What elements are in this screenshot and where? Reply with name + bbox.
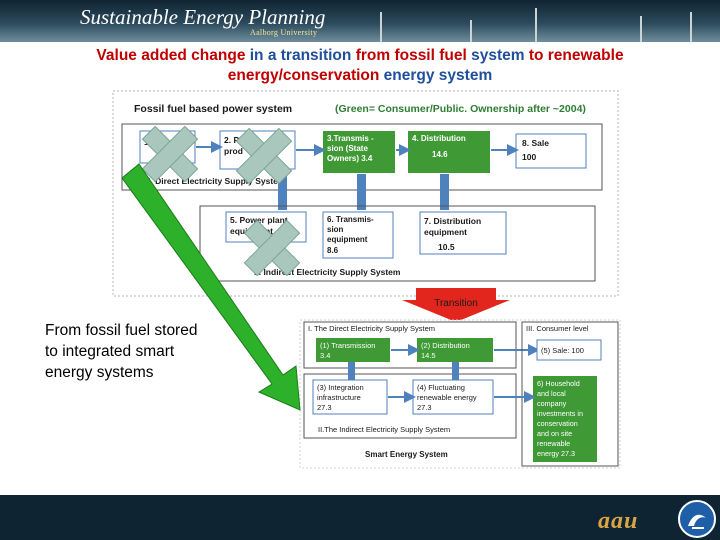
- smart-energy-label: Smart Energy System: [365, 450, 448, 459]
- consumer-level-label: III. Consumer level: [526, 324, 589, 333]
- direct-system-label: I. The Direct Electricity Supply System: [308, 324, 435, 333]
- box-6-line: renewable: [537, 439, 570, 448]
- wind-turbine-icon: [640, 16, 642, 42]
- box-7-distribution-equipment: [419, 211, 507, 255]
- header-banner: Sustainable Energy Planning Aalborg Univ…: [0, 0, 720, 42]
- box-8-value: 100: [522, 152, 536, 162]
- wind-turbine-icon: [470, 20, 472, 42]
- box-6-label: sion: [327, 225, 344, 234]
- title-part: from fossil fuel: [355, 47, 472, 64]
- box-3-label: Owners) 3.4: [327, 154, 373, 163]
- box-4-value: 14.6: [432, 150, 448, 159]
- box-6-line: and local: [537, 389, 566, 398]
- box-8-sale: [515, 133, 587, 169]
- box-6-text: 6) Household and local company investmen…: [537, 379, 583, 458]
- box-7-label: 7. Distribution: [424, 216, 481, 226]
- box-2-value: 14.5: [421, 351, 436, 360]
- box-7-label: equipment: [424, 227, 467, 237]
- wind-turbine-icon: [380, 12, 382, 42]
- box-5-label: 5. Power plant: [230, 215, 288, 225]
- box-3-integration: [312, 379, 388, 415]
- transition-label: Transition: [434, 298, 478, 309]
- box-4-value: 27.3: [417, 403, 432, 412]
- box-6-label: equipment: [327, 235, 368, 244]
- box-6-line: conservation: [537, 419, 578, 428]
- upper-title-note: (Green= Consumer/Public. Ownership after…: [335, 103, 586, 115]
- box-3-label: (3) Integration: [317, 383, 364, 392]
- side-caption: From fossil fuel stored to integrated sm…: [45, 322, 198, 381]
- box-3-value: 27.3: [317, 403, 332, 412]
- box-3-label: 3.Transmis -: [327, 134, 374, 143]
- wind-turbine-icon: [690, 12, 692, 42]
- cross-icon: [243, 219, 301, 277]
- slide-title: Value added change in a transition from …: [20, 46, 700, 86]
- indirect-system-label: II. Indirect Electricity Supply System: [254, 267, 401, 277]
- box-6-label: 6. Transmis-: [327, 215, 374, 224]
- box-2-distribution: [417, 338, 493, 362]
- box-1-label: (1) Transmission: [320, 341, 375, 350]
- consumer-level-frame: [521, 321, 619, 467]
- box-6-line: 6) Household: [537, 379, 580, 388]
- box-1-transmission: [316, 338, 390, 362]
- footer-bar: [0, 495, 720, 540]
- box-5-label: (5) Sale: 100: [541, 346, 584, 355]
- box-6-value: 8.6: [327, 246, 339, 255]
- upper-title: Fossil fuel based power system: [134, 103, 292, 115]
- box-6-line: investments in: [537, 409, 583, 418]
- box-7-value: 10.5: [438, 242, 455, 252]
- university-seal-icon: [678, 500, 716, 538]
- box-1-value: 3.4: [320, 351, 330, 360]
- indirect-system-frame: [303, 373, 517, 439]
- title-part: in a transition: [249, 47, 356, 64]
- box-4-label: 4. Distribution: [412, 134, 466, 143]
- box-6-line: and on site: [537, 429, 572, 438]
- box-4-distribution: [408, 131, 490, 173]
- cross-icon: [235, 127, 293, 185]
- box-3-label: infrastructure: [317, 393, 361, 402]
- box-6-line: energy 27.3: [537, 449, 575, 458]
- vertical-link: [357, 174, 366, 210]
- banner-title: Sustainable Energy Planning: [80, 5, 326, 29]
- title-part: to renewable energy/conservation: [227, 47, 624, 84]
- box-2-label: prod: [224, 146, 243, 156]
- box-2-label: (2) Distribution: [421, 341, 470, 350]
- box-3-transmission: [323, 131, 395, 173]
- direct-system-frame: [303, 321, 517, 369]
- box-3-label: sion (State: [327, 144, 368, 153]
- vertical-link: [278, 170, 287, 210]
- box-6-household-investments: [533, 376, 597, 462]
- box-4-label: (4) Fluctuating: [417, 383, 465, 392]
- box-6-transmission-equipment: [322, 211, 394, 259]
- upper-diagram: Fossil fuel based power system (Green= C…: [112, 90, 619, 297]
- vertical-link: [348, 362, 355, 380]
- indirect-system-label: II.The Indirect Electricity Supply Syste…: [318, 425, 450, 434]
- vertical-link: [452, 362, 459, 380]
- box-5-sale: [536, 339, 602, 361]
- big-transition-arrow: [121, 163, 301, 411]
- box-4-fluctuating-renewable: [412, 379, 494, 415]
- vertical-link: [440, 174, 449, 210]
- title-part: Value added change: [96, 47, 250, 64]
- box-6-line: company: [537, 399, 567, 408]
- transition-arrow: Transition: [402, 288, 510, 322]
- banner-subtitle: Aalborg University: [250, 28, 318, 37]
- aau-logo-text: aau: [598, 508, 639, 534]
- box-4-label: renewable energy: [417, 393, 477, 402]
- title-part: system: [471, 47, 529, 64]
- direct-system-label: I. Direct Electricity Supply System: [148, 176, 286, 186]
- indirect-system-frame: [199, 205, 596, 282]
- wind-turbine-icon: [535, 8, 537, 42]
- title-part: energy system: [383, 67, 493, 84]
- box-8-label: 8. Sale: [522, 138, 549, 148]
- lower-diagram: I. The Direct Electricity Supply System …: [299, 319, 621, 469]
- cross-icon: [141, 125, 199, 183]
